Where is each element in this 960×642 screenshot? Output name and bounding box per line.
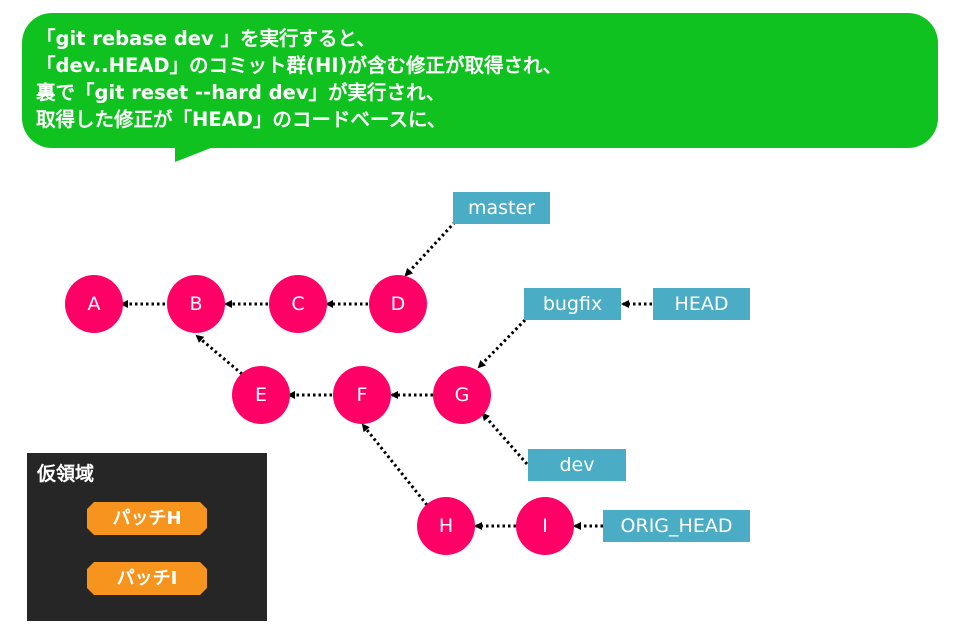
patch-h: パッチH — [87, 502, 207, 535]
arrow-master-to-d — [404, 220, 457, 277]
ref-head: HEAD — [653, 288, 750, 320]
commit-d: D — [369, 275, 427, 333]
commit-b: B — [167, 275, 225, 333]
commit-h: H — [417, 497, 475, 555]
commit-g: G — [433, 366, 491, 424]
arrow-dev-to-g — [481, 412, 529, 465]
callout-bubble: 「git rebase dev 」を実行すると、 「dev..HEAD」のコミッ… — [22, 13, 938, 148]
callout-line: 裏で「git reset --hard dev」が実行され、 — [36, 81, 446, 104]
commit-label: F — [356, 384, 368, 406]
commit-label: E — [254, 384, 267, 406]
ref-orig-head: ORIG_HEAD — [603, 510, 750, 542]
commit-label: D — [390, 293, 406, 315]
temp-area-title: 仮領域 — [37, 463, 95, 485]
commit-i: I — [516, 497, 574, 555]
callout-line: 「git rebase dev 」を実行すると、 — [36, 27, 376, 50]
commit-a: A — [65, 275, 123, 333]
callout-text: 「git rebase dev 」を実行すると、 「dev..HEAD」のコミッ… — [36, 25, 562, 133]
ref-bugfix: bugfix — [524, 288, 621, 320]
commit-label: H — [438, 515, 454, 537]
callout-line: 「dev..HEAD」のコミット群(HI)が含む修正が取得され、 — [36, 54, 563, 77]
commit-e: E — [232, 366, 290, 424]
ref-master: master — [453, 192, 550, 224]
arrow-e-to-b — [195, 334, 243, 376]
callout-line: 取得した修正が「HEAD」のコードベースに、 — [36, 108, 447, 131]
arrow-bugfix-to-g — [477, 318, 527, 369]
commit-c: C — [269, 275, 327, 333]
commit-f: F — [333, 366, 391, 424]
ref-dev: dev — [528, 449, 626, 481]
temp-area-panel: 仮領域 パッチH パッチI — [27, 453, 267, 621]
commit-label: B — [189, 293, 203, 315]
arrow-h-to-f — [361, 423, 429, 506]
patch-i: パッチI — [87, 562, 207, 595]
commit-label: C — [291, 293, 305, 315]
callout-tail — [175, 144, 221, 162]
commit-label: I — [542, 515, 548, 537]
commit-label: G — [454, 384, 470, 406]
commit-label: A — [87, 293, 101, 315]
